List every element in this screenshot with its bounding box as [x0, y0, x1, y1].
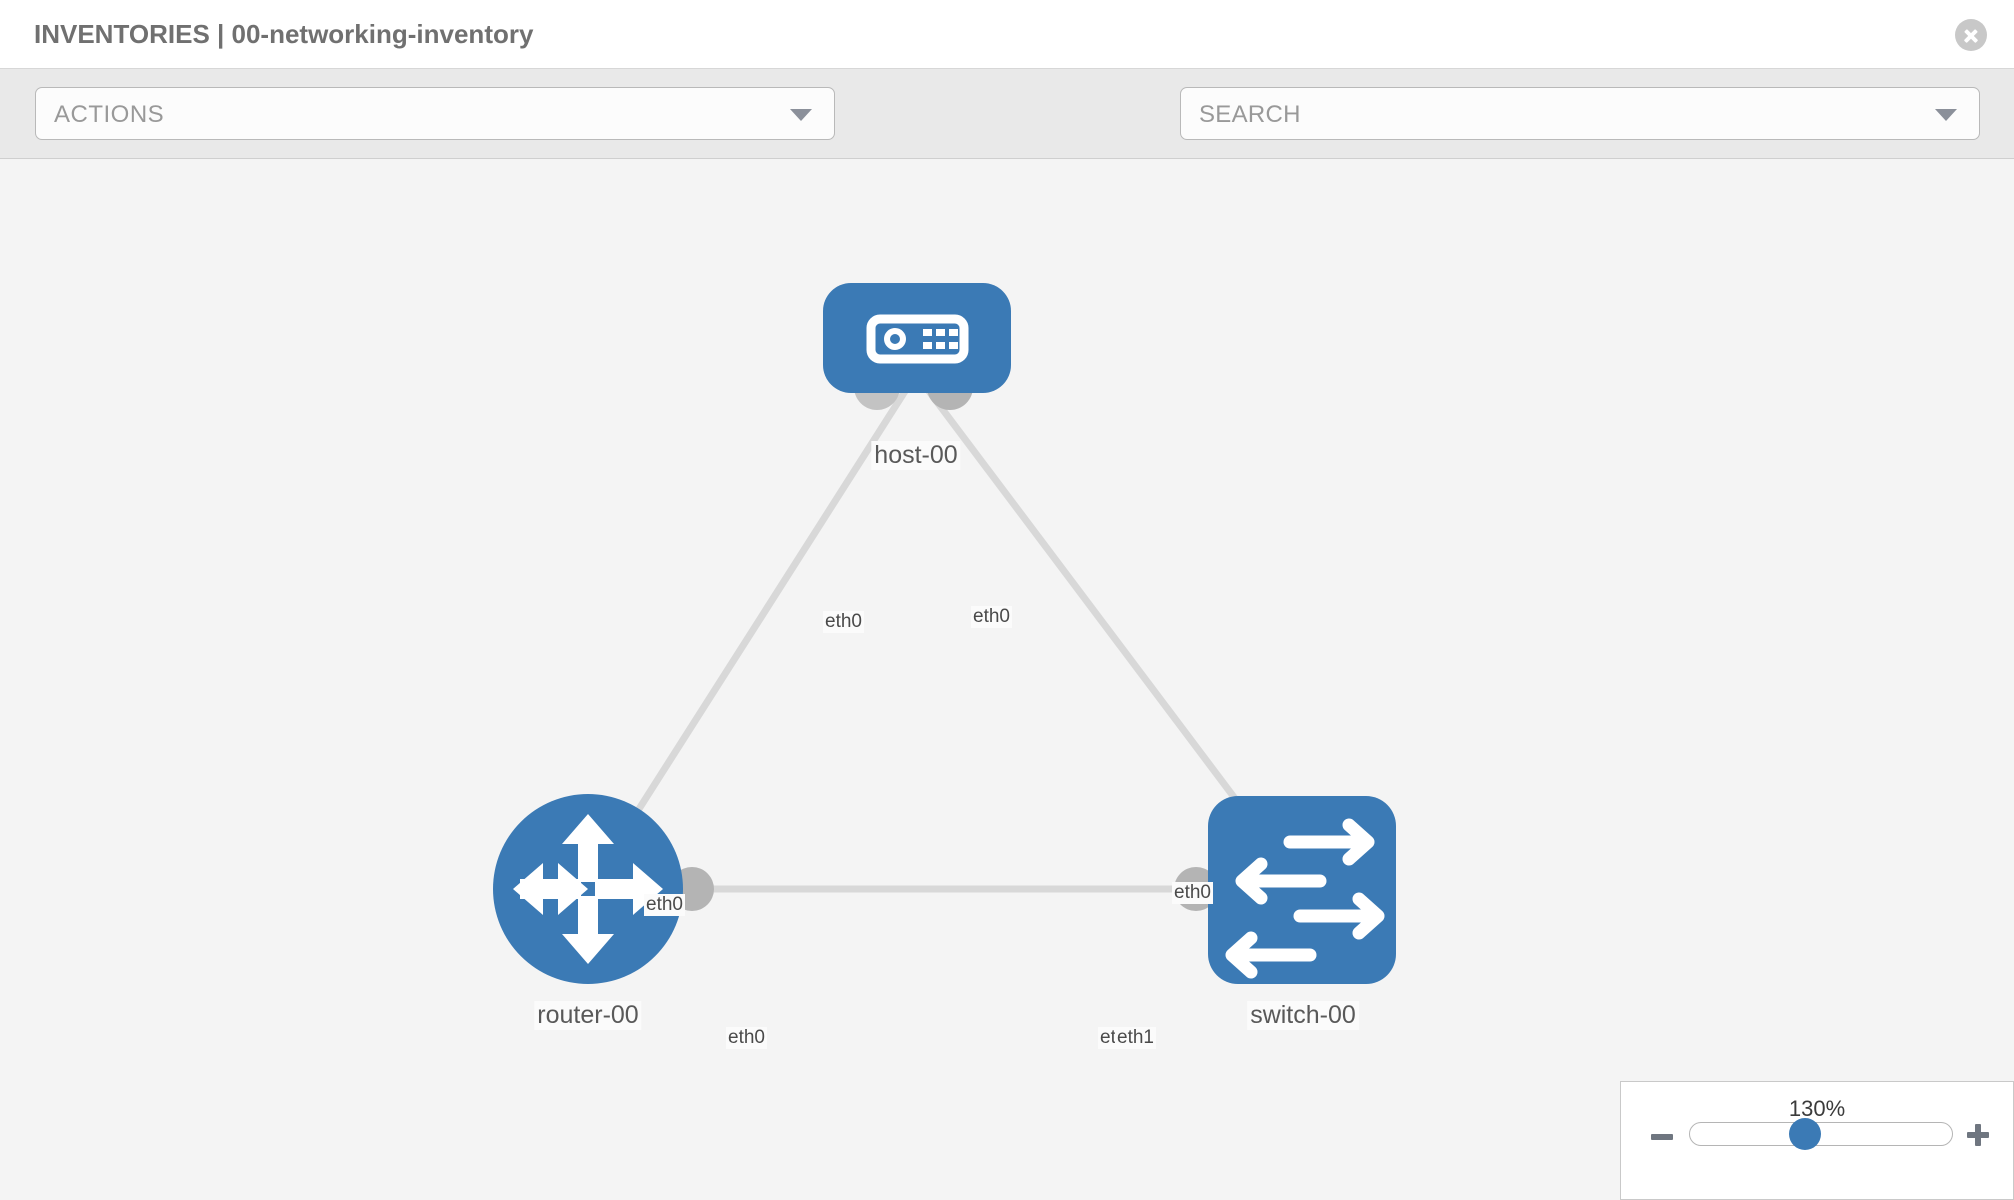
edge-label-switch-eth1: eth1 — [1115, 1027, 1156, 1049]
topology-ports — [670, 364, 1258, 972]
edge-label-router-uplink-eth0: eth0 — [644, 894, 685, 916]
node-router-00[interactable] — [493, 794, 683, 984]
zoom-control-panel: 130% — [1620, 1081, 2014, 1200]
node-label-router-00: router-00 — [534, 1001, 642, 1030]
page-title: INVENTORIES | 00-networking-inventory — [34, 19, 534, 49]
switch-arrows-icon — [1225, 818, 1385, 979]
toolbar: ACTIONS SEARCH — [0, 69, 2014, 199]
search-placeholder: SEARCH — [1199, 101, 1301, 128]
router-arrows-icon — [513, 814, 663, 964]
node-label-host-00: host-00 — [871, 441, 961, 470]
edge-label-host-left-eth0: eth0 — [823, 611, 864, 633]
edge-label-host-right-eth0: eth0 — [971, 606, 1012, 628]
zoom-slider-thumb[interactable] — [1789, 1118, 1821, 1150]
host-device-icon — [866, 314, 969, 364]
search-input[interactable]: SEARCH — [1180, 87, 1980, 140]
node-host-00[interactable] — [823, 283, 1011, 393]
zoom-in-button[interactable] — [1967, 1124, 1989, 1146]
node-switch-00[interactable] — [1208, 796, 1396, 984]
node-label-switch-00: switch-00 — [1247, 1001, 1359, 1030]
zoom-level-value: 130% — [1788, 1096, 1846, 1121]
topology-graph — [493, 283, 1396, 984]
actions-dropdown-label: ACTIONS — [54, 101, 165, 128]
topology-canvas[interactable]: host-00 router-00 switch-00 eth0 eth0 et… — [0, 159, 2014, 1200]
zoom-slider-track[interactable] — [1689, 1122, 1953, 1146]
page-header: INVENTORIES | 00-networking-inventory — [0, 0, 2014, 69]
close-icon[interactable] — [1955, 19, 1987, 51]
zoom-out-button[interactable] — [1651, 1134, 1673, 1140]
edge-label-router-eth0: eth0 — [726, 1027, 767, 1049]
actions-dropdown[interactable]: ACTIONS — [35, 87, 835, 140]
edge-host-router[interactable] — [585, 372, 919, 891]
chevron-down-icon — [790, 109, 812, 121]
search-chevron-down-icon[interactable] — [1935, 109, 1957, 121]
edge-label-switch-uplink-eth0: eth0 — [1172, 882, 1213, 904]
zoom-in-icon-vertical — [1975, 1124, 1981, 1146]
